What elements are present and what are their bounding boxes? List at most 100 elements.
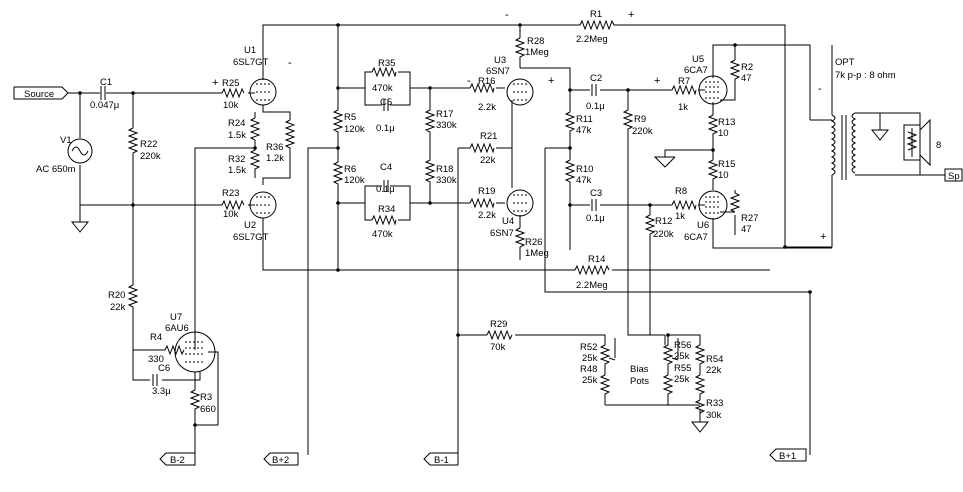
label-r54-val: 22k	[706, 365, 722, 376]
ac-source-v1	[67, 138, 93, 164]
label-r26-val: 1Meg	[525, 248, 549, 259]
polarity-minus: -	[467, 75, 471, 87]
polarity-plus: +	[628, 9, 634, 21]
label-r34-ref: R34	[378, 204, 395, 215]
label-r7-val: 1k	[678, 102, 688, 113]
port-b-plus1-label: B+1	[779, 451, 796, 462]
label-r55-val: 25k	[674, 374, 690, 385]
label-r35-val: 470k	[372, 83, 393, 94]
port-source-label: Source	[24, 89, 54, 100]
label-c4-ref: C4	[380, 162, 392, 173]
label-r16-ref: R16	[478, 76, 495, 87]
tube-u5	[698, 75, 728, 105]
label-r13-ref: R13	[718, 117, 735, 128]
tube-u6	[698, 190, 728, 220]
label-c3-ref: C3	[590, 188, 602, 199]
tube-u4	[506, 189, 534, 217]
port-speaker: Sp	[944, 168, 963, 182]
label-r10-val: 47k	[576, 175, 592, 186]
label-r28-val: 1Meg	[525, 47, 549, 58]
label-r34-val: 470k	[372, 229, 393, 240]
label-u1-ref: U1	[244, 45, 256, 56]
label-u4-ref: U4	[502, 216, 514, 227]
component-labels: C1 0.047μ V1 AC 650m R22 220k R25 10k U1…	[36, 9, 941, 421]
label-r22-val: 220k	[140, 151, 161, 162]
label-r55-ref: R55	[674, 363, 691, 374]
label-opt-line2: 7k p-p : 8 ohm	[835, 70, 896, 81]
label-c4-val: 0.1μ	[376, 184, 395, 195]
port-b-plus2-label: B+2	[272, 455, 289, 466]
label-r22-ref: R22	[140, 139, 157, 150]
label-r3-val: 660	[200, 404, 216, 415]
label-u2-ref: U2	[244, 220, 256, 231]
label-r19-ref: R19	[478, 186, 495, 197]
label-c2-val: 0.1μ	[586, 101, 605, 112]
label-r7-ref: R7	[678, 76, 690, 87]
polarity-marks: + - - + - + + - +	[212, 9, 826, 243]
label-r11-ref: R11	[576, 114, 593, 125]
port-b-minus2: B-2	[159, 452, 196, 466]
resistor-symbols	[127, 19, 741, 414]
label-c1-val: 0.047μ	[90, 100, 119, 111]
label-r23-ref: R23	[222, 188, 239, 199]
label-r3-ref: R3	[200, 392, 212, 403]
label-v1-val: AC 650m	[36, 164, 76, 175]
label-u3-val: 6SN7	[486, 66, 510, 77]
label-c6-val: 3.3μ	[152, 386, 171, 397]
label-v1-ref: V1	[60, 135, 72, 146]
label-r13-val: 10	[718, 128, 729, 139]
label-r18-ref: R18	[436, 164, 453, 175]
label-r29-ref: R29	[490, 319, 507, 330]
label-r54-ref: R54	[706, 354, 723, 365]
label-u7-ref: U7	[170, 312, 182, 323]
label-bias-line2: Pots	[630, 376, 649, 387]
label-r36-val: 1.2k	[266, 153, 284, 164]
label-r29-val: 70k	[490, 342, 506, 353]
tube-u7	[174, 331, 216, 373]
label-c2-ref: C2	[590, 73, 602, 84]
label-r15-ref: R15	[718, 159, 735, 170]
label-r12-ref: R12	[655, 216, 672, 227]
polarity-minus: -	[505, 9, 509, 21]
label-r18-val: 330k	[436, 175, 457, 186]
label-c1-ref: C1	[100, 77, 112, 88]
label-opt-line1: OPT	[835, 57, 855, 68]
label-r23-val: 10k	[223, 209, 239, 220]
label-r20-ref: R20	[108, 290, 125, 301]
port-source: Source	[13, 86, 69, 100]
label-r8-ref: R8	[675, 186, 687, 197]
wires	[67, 24, 945, 455]
label-r5-ref: R5	[344, 112, 356, 123]
label-r25-val: 10k	[223, 100, 239, 111]
tube-u3	[506, 78, 534, 106]
label-r21-ref: R21	[480, 131, 497, 142]
label-u5-val: 6CA7	[684, 65, 708, 76]
port-b-minus1-label: B-1	[434, 455, 449, 466]
label-r1-ref: R1	[590, 9, 602, 20]
label-r8-val: 1k	[675, 211, 685, 222]
label-r11-val: 47k	[576, 125, 592, 136]
label-bias-line1: Bias	[630, 364, 649, 375]
label-r1-val: 2.2Meg	[576, 34, 608, 45]
polarity-plus: +	[548, 75, 554, 87]
label-r35-ref: R35	[378, 58, 395, 69]
label-u3-ref: U3	[494, 55, 506, 66]
label-r4-val: 330	[148, 354, 164, 365]
label-r14-val: 2.2Meg	[576, 280, 608, 291]
label-u1-val: 6SL7GT	[233, 57, 269, 68]
polarity-plus: +	[820, 231, 826, 243]
label-c6-ref: C6	[158, 363, 170, 374]
label-r24-val: 1.5k	[228, 130, 246, 141]
label-r33-val: 30k	[706, 410, 722, 421]
label-r32-val: 1.5k	[228, 165, 246, 176]
label-u6-val: 6CA7	[684, 232, 708, 243]
port-b-minus1: B-1	[423, 452, 459, 466]
capacitor-symbols	[100, 84, 597, 386]
label-r33-ref: R33	[706, 398, 723, 409]
label-u2-val: 6SL7GT	[233, 232, 269, 243]
label-r17-ref: R17	[436, 109, 453, 120]
port-b-plus2: B+2	[263, 452, 299, 466]
label-r24-ref: R24	[228, 118, 245, 129]
label-u7-val: 6AU6	[165, 323, 189, 334]
